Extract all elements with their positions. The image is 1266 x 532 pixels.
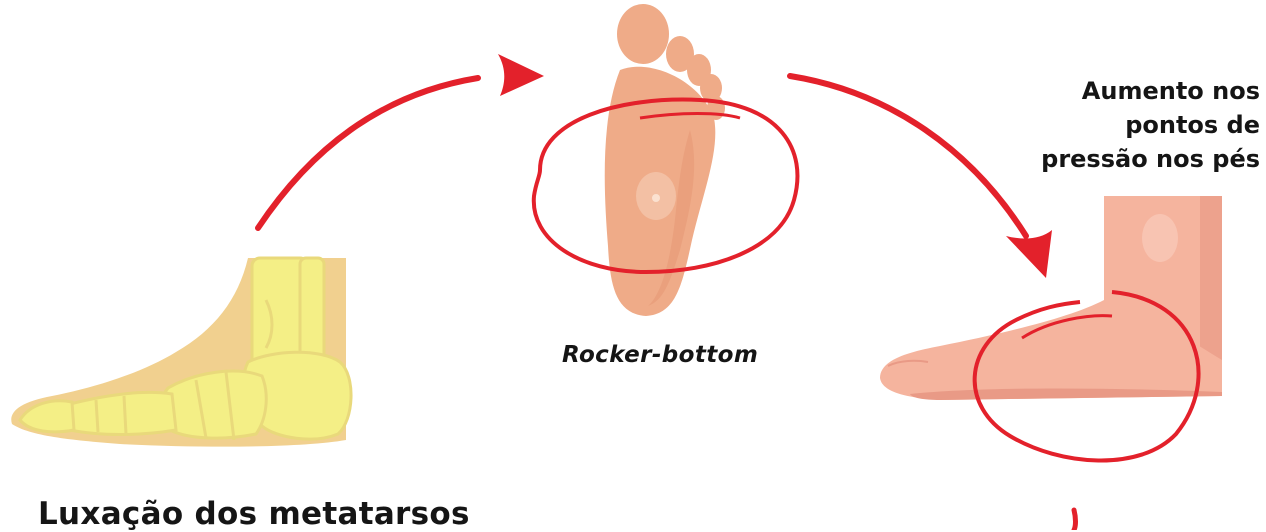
- arrow-continuation-icon: [1074, 510, 1076, 530]
- caption-pressure-points: Aumento nos pontos de pressão nos pés: [1000, 74, 1260, 176]
- caption-metatarsal-dislocation: Luxação dos metatarsos: [38, 496, 470, 532]
- caption-pressure-line-3: pressão nos pés: [1000, 142, 1260, 176]
- flat-foot-icon: [880, 196, 1222, 400]
- foot-skeleton-icon: [11, 258, 351, 447]
- caption-rocker-bottom: Rocker-bottom: [562, 342, 758, 368]
- caption-pressure-line-1: Aumento nos: [1000, 74, 1260, 108]
- caption-pressure-line-2: pontos de: [1000, 108, 1260, 142]
- arrow-left-to-middle-icon: [258, 54, 544, 228]
